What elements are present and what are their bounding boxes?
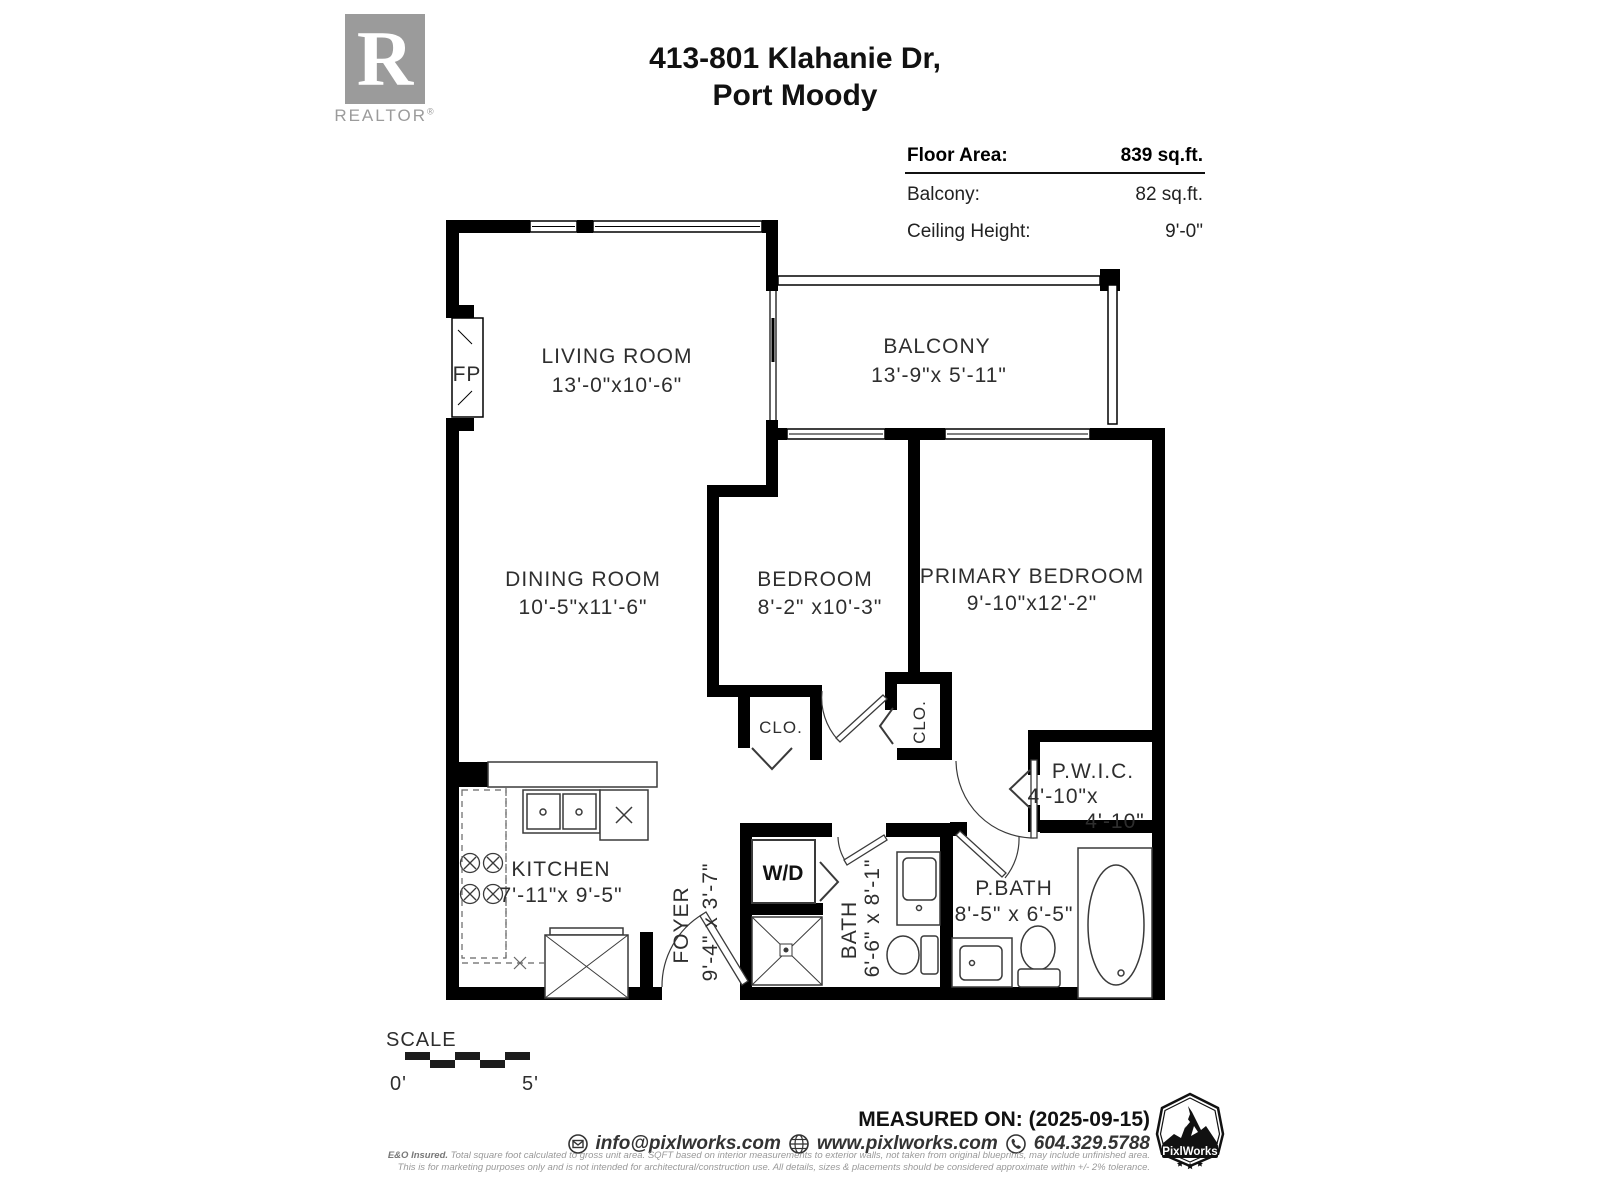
ceiling-height-value: 9'-0" (1165, 221, 1203, 242)
email-text: info@pixlworks.com (595, 1133, 781, 1154)
phone-text: 604.329.5788 (1033, 1133, 1150, 1154)
kitchen-label: KITCHEN (511, 858, 610, 881)
balcony-area-value: 82 sq.ft. (1135, 184, 1203, 205)
pbath-toilet (1017, 925, 1061, 988)
living-room-label: LIVING ROOM (541, 345, 692, 368)
balcony-dims: 13'-9"x 5'-11" (871, 364, 1007, 387)
bath-toilet (886, 935, 939, 975)
email-icon (567, 1134, 588, 1154)
dining-room-label: DINING ROOM (505, 568, 661, 591)
pwic-dims2: 4'-10" (1085, 810, 1145, 833)
scale-bar: SCALE 0' 5' (386, 1029, 539, 1095)
kitchen-x-mark (513, 956, 527, 970)
floor-area-label: Floor Area: (907, 145, 1008, 166)
foyer-dims: 9'-4" x 3'-7" (699, 863, 722, 982)
floor-area-value: 839 sq.ft. (1120, 145, 1203, 166)
realtor-logo: R (345, 14, 425, 104)
contact-line: info@pixlworks.com www.pixlworks.com 604… (450, 1133, 1150, 1155)
kitchen-dashed-counters (461, 787, 545, 964)
walls (446, 220, 1165, 1000)
balcony-area-row: Balcony: 82 sq.ft. (905, 181, 1205, 211)
scale-start: 0' (390, 1073, 407, 1095)
pbath-dims: 8'-5" x 6'-5" (955, 903, 1074, 926)
pwic-dims1: 4'-10"x (1028, 785, 1099, 808)
ceiling-height-row: Ceiling Height: 9'-0" (905, 218, 1205, 248)
fireplace (451, 317, 484, 418)
pbath-vanity (951, 937, 1013, 988)
primary-closet-label: CLO. (910, 700, 929, 744)
wd-closet (751, 839, 840, 904)
bath-vanity (896, 851, 941, 926)
page-title: 413-801 Klahanie Dr, Port Moody (520, 40, 1070, 114)
foyer-label: FOYER (670, 886, 693, 963)
doors (661, 690, 1038, 988)
kitchen-dims: 7'-11"x 9'-5" (499, 884, 622, 907)
windows (529, 220, 1118, 440)
room-labels: FP LIVING ROOM 13'-0"x10'-6" BALCONY 13'… (453, 335, 1145, 982)
bedroom-label: BEDROOM (757, 568, 873, 591)
bath-label: BATH (838, 901, 861, 959)
living-room-dims: 13'-0"x10'-6" (552, 374, 683, 397)
phone-icon (1005, 1134, 1026, 1154)
disclaimer-line1: E&O Insured. Total square foot calculate… (387, 1150, 1150, 1161)
primary-bedroom-label: PRIMARY BEDROOM (920, 565, 1144, 588)
scale-label: SCALE (386, 1029, 457, 1051)
stove-burners (459, 852, 504, 905)
area-info-panel: Floor Area: 839 sq.ft. Balcony: 82 sq.ft… (905, 142, 1205, 255)
pwic-label: P.W.I.C. (1052, 760, 1134, 783)
washer-dryer-label: W/D (763, 862, 804, 885)
window-midlines (532, 226, 1088, 435)
primary-bedroom-dims: 9'-10"x12'-2" (967, 592, 1098, 615)
kitchen-fixtures (487, 761, 658, 999)
address-line2: Port Moody (712, 79, 878, 112)
address-line1: 413-801 Klahanie Dr, (649, 42, 941, 75)
balcony-area-label: Balcony: (907, 184, 980, 205)
balcony-label: BALCONY (883, 335, 990, 358)
sliding-door (769, 291, 777, 420)
pixlworks-logo-text: PixlWorks (1162, 1146, 1217, 1158)
globe-icon (789, 1134, 809, 1154)
realtor-r-icon: R (356, 15, 414, 102)
website-text: www.pixlworks.com (816, 1133, 998, 1154)
pbath-label: P.BATH (975, 877, 1053, 900)
pixlworks-logo: PixlWorks (1154, 1092, 1226, 1181)
realtor-brand-label: REALTOR® (334, 106, 436, 125)
bathtub (1077, 847, 1153, 999)
closet-label: CLO. (759, 718, 803, 737)
disclaimer: E&O Insured. Total square foot calculate… (350, 1150, 1150, 1173)
dining-room-dims: 10'-5"x11'-6" (519, 596, 648, 619)
disclaimer-line2: This is for marketing purposes only and … (397, 1161, 1150, 1173)
floor-area-row: Floor Area: 839 sq.ft. (905, 142, 1205, 174)
fireplace-label: FP (453, 363, 482, 386)
bath-dims: 6'-6" x 8'-1" (861, 859, 884, 978)
shower (751, 916, 823, 986)
scale-end: 5' (522, 1073, 539, 1095)
ceiling-height-label: Ceiling Height: (907, 221, 1031, 242)
measured-on: MEASURED ON: (2025-09-15) (858, 1108, 1150, 1131)
bedroom-dims: 8'-2" x10'-3" (758, 596, 883, 619)
